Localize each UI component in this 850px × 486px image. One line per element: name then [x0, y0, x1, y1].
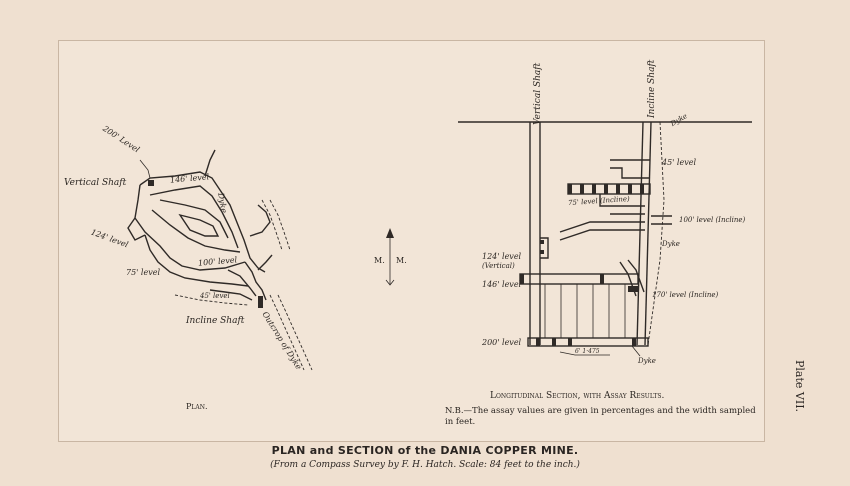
section-label-width-note: 6' 1·475 — [575, 348, 600, 355]
plan-label-incline-shaft: Incline Shaft — [186, 316, 245, 326]
section-label-45-level: 45' level — [662, 158, 697, 167]
section-label-124-level: 124' level — [482, 252, 522, 261]
section-label-dyke-mid: Dyke — [662, 240, 680, 248]
section-label-146-level: 146' level — [482, 280, 522, 289]
meridian-right-label: M. — [396, 256, 407, 265]
section-label-incline-shaft: Incline Shaft — [647, 59, 657, 118]
section-note: N.B.—The assay values are given in perce… — [445, 406, 756, 427]
section-label-100-level: 100' level (Incline) — [679, 216, 746, 224]
plan-label-75-level: 75' level — [126, 268, 161, 277]
plan-label-45-level: 45' level — [200, 292, 230, 300]
plan-caption: Plan. — [186, 402, 208, 411]
section-label-170-level: 170' level (Incline) — [652, 291, 719, 299]
page-subtitle: (From a Compass Survey by F. H. Hatch. S… — [270, 460, 580, 470]
meridian-left-label: M. — [374, 256, 385, 265]
section-label-vertical-shaft: Vertical Shaft — [533, 62, 543, 125]
plan-label-vertical-shaft: Vertical Shaft — [64, 178, 127, 188]
plate-number: Plate VII. — [793, 360, 806, 413]
section-label-dyke-bottom: Dyke — [638, 357, 656, 365]
section-caption: Longitudinal Section, with Assay Results… — [490, 391, 665, 401]
section-label-vertical: (Vertical) — [482, 262, 515, 270]
page-title: PLAN and SECTION of the DANIA COPPER MIN… — [271, 444, 579, 457]
section-label-200-level: 200' level — [482, 338, 522, 347]
